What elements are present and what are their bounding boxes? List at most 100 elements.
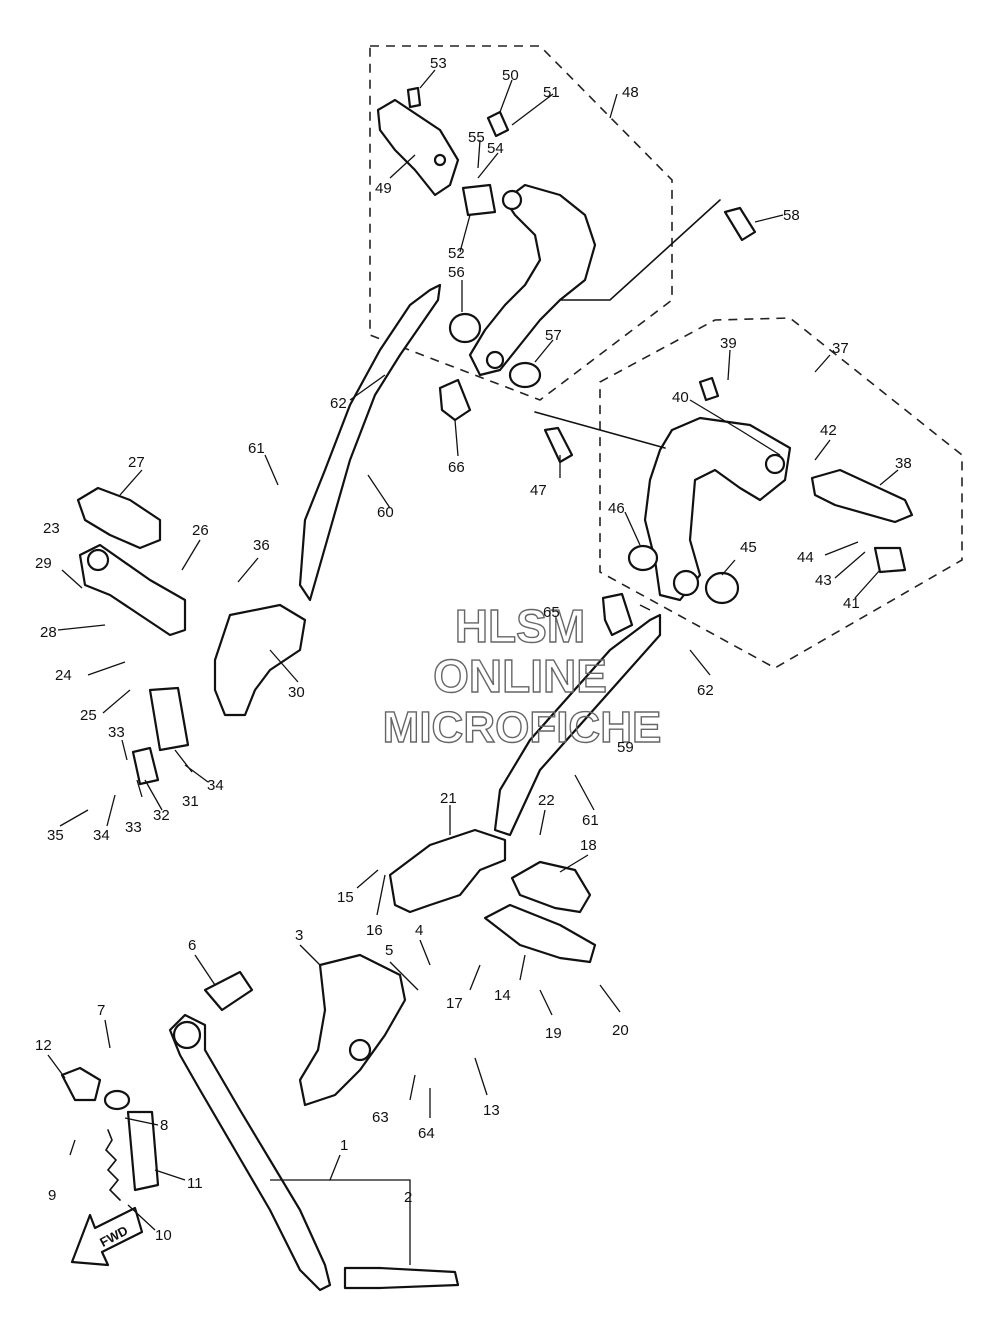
- pin-53: [406, 86, 422, 109]
- callout-49: 49: [375, 180, 392, 197]
- callout-52: 52: [448, 245, 465, 262]
- callout-22: 22: [538, 792, 555, 809]
- callout-20: 20: [612, 1022, 629, 1039]
- leader-47: [534, 411, 666, 449]
- callout-17: 17: [446, 995, 463, 1012]
- collar-56: [448, 312, 482, 344]
- callout-34a: 34: [207, 777, 224, 794]
- callout-1: 1: [340, 1137, 348, 1154]
- plate-12: [60, 1066, 102, 1102]
- bracket-3-hole: [348, 1038, 372, 1062]
- collar-45: [704, 571, 740, 605]
- switch-6: [203, 970, 254, 1012]
- callout-47: 47: [530, 482, 547, 499]
- footrest-14: [483, 903, 597, 964]
- clip-66: [438, 378, 472, 422]
- footrest-rubber-27: [76, 486, 162, 550]
- callout-45: 45: [740, 539, 757, 556]
- callout-6: 6: [188, 937, 196, 954]
- callout-36: 36: [253, 537, 270, 554]
- callout-18: 18: [580, 837, 597, 854]
- callout-63: 63: [372, 1109, 389, 1126]
- callout-28: 28: [40, 624, 57, 641]
- forward-arrow-icon: FWD: [70, 1206, 144, 1267]
- footrest-23: [78, 543, 187, 637]
- callout-44: 44: [797, 549, 814, 566]
- callout-30: 30: [288, 684, 305, 701]
- callout-27: 27: [128, 454, 145, 471]
- collar-11: [126, 1110, 160, 1192]
- callout-39: 39: [720, 335, 737, 352]
- washer-8: [103, 1089, 131, 1111]
- callout-3: 3: [295, 927, 303, 944]
- pin-50: [486, 110, 510, 138]
- callout-12: 12: [35, 1037, 52, 1054]
- plate-52: [461, 183, 497, 217]
- clip-65: [601, 592, 634, 637]
- callout-62a: 62: [330, 395, 347, 412]
- callout-59: 59: [617, 739, 634, 756]
- callout-2: 2: [404, 1189, 412, 1206]
- brake-pedal-1-pivot: [172, 1020, 202, 1050]
- footrest-49: [376, 98, 460, 197]
- callout-48: 48: [622, 84, 639, 101]
- footrest-rubber-18: [510, 860, 592, 914]
- callout-9: 9: [48, 1187, 56, 1204]
- rear-footrest-bracket-48: [468, 183, 721, 377]
- plate-41: [873, 546, 907, 574]
- callout-34b: 34: [93, 827, 110, 844]
- bracket-30: [213, 603, 307, 717]
- callout-32: 32: [153, 807, 170, 824]
- callout-24: 24: [55, 667, 72, 684]
- callout-57: 57: [545, 327, 562, 344]
- callout-26: 26: [192, 522, 209, 539]
- callout-31: 31: [182, 793, 199, 810]
- footrest-38: [810, 468, 914, 524]
- callout-23: 23: [43, 520, 60, 537]
- callout-61a: 61: [248, 440, 265, 457]
- bolt-58: [723, 206, 757, 242]
- bolt-47: [543, 426, 574, 464]
- rear-footrest-bracket-37: [643, 416, 792, 602]
- footrest-bracket-21: [388, 828, 507, 914]
- callout-50: 50: [502, 67, 519, 84]
- callout-62b: 62: [697, 682, 714, 699]
- plate-31: [148, 686, 190, 752]
- callout-64: 64: [418, 1125, 435, 1142]
- callout-37: 37: [832, 340, 849, 357]
- callout-46: 46: [608, 500, 625, 517]
- callout-8: 8: [160, 1117, 168, 1134]
- watermark-line-3: MICROFICHE: [383, 703, 662, 752]
- callout-11: 11: [187, 1175, 203, 1192]
- callout-14: 14: [494, 987, 511, 1004]
- rod-2: [343, 1266, 460, 1290]
- callout-55: 55: [468, 129, 485, 146]
- assembly-outline-37: [599, 317, 963, 669]
- collar-46: [627, 544, 659, 572]
- callout-60: 60: [377, 504, 394, 521]
- callout-16: 16: [366, 922, 383, 939]
- callout-35: 35: [47, 827, 64, 844]
- bracket-3: [298, 953, 407, 1107]
- footrest-hanger-60: [298, 283, 442, 602]
- callout-61b: 61: [582, 812, 599, 829]
- callout-66: 66: [448, 459, 465, 476]
- collar-57: [508, 361, 542, 389]
- callout-33a: 33: [108, 724, 125, 741]
- footrest-23-pivot: [86, 548, 110, 572]
- callout-41: 41: [843, 595, 860, 612]
- callout-25: 25: [80, 707, 97, 724]
- callout-42: 42: [820, 422, 837, 439]
- callout-21: 21: [440, 790, 457, 807]
- callout-51: 51: [543, 84, 560, 101]
- callout-15: 15: [337, 889, 354, 906]
- leader-lines: [47, 69, 899, 1265]
- callout-54: 54: [487, 140, 504, 157]
- brake-pedal-1: [168, 1013, 332, 1292]
- callout-65: 65: [543, 604, 560, 621]
- callout-56: 56: [448, 264, 465, 281]
- plate-32: [131, 746, 160, 786]
- callout-40: 40: [672, 389, 689, 406]
- footrest-hanger-59: [493, 613, 662, 837]
